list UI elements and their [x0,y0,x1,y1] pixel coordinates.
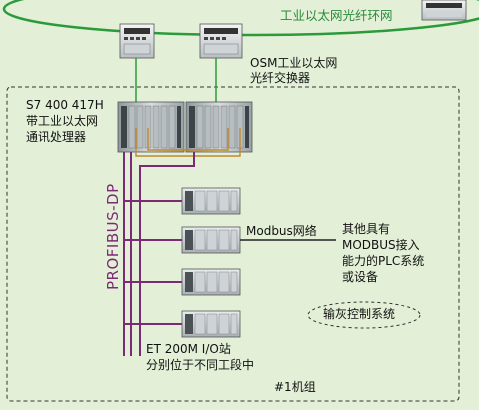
et200-label-line1: ET 200M I/O站 [146,342,231,356]
et200m-station-3 [181,268,241,296]
fiber-ring-label: 工业以太网光纤环网 [280,8,393,23]
et200m-station-2 [181,226,241,254]
fiber-ring [2,0,479,37]
osm-label-line2: 光纤交换器 [250,71,311,85]
plc-rack-right [185,101,253,153]
modbus-label: Modbus网络 [246,224,317,238]
osm-label-line1: OSM工业以太网 [250,56,338,70]
plc-label-line2: 带工业以太网 [26,114,99,128]
osm-switch-far [421,0,467,21]
plc-label-line1: S7 400 417H [26,98,104,112]
et200m-station-1 [181,187,241,215]
sync-cable-inner [147,128,229,151]
ash-system-oval [307,301,421,329]
plc-label-line3: 通讯处理器 [26,130,87,144]
osm-switch-right [199,23,243,59]
other-devices-line3: 能力的PLC系统 [342,254,425,268]
other-devices-line4: 或设备 [342,270,379,284]
et200-label-line2: 分别位于不同工段中 [146,358,255,372]
profibus-label: PROFIBUS-DP [104,183,122,290]
ash-system-label: 输灰控制系统 [323,307,396,321]
sync-cable-outer [135,128,241,157]
other-devices-line1: 其他具有 [342,222,391,236]
unit-frame [6,86,460,402]
profibus-drop-right [139,152,195,356]
plc-rack-left [117,101,185,153]
osm-switch-left [119,23,155,59]
unit-label: #1机组 [274,380,316,394]
et200m-station-4 [181,310,241,338]
other-devices-line2: MODBUS接入 [342,238,420,252]
